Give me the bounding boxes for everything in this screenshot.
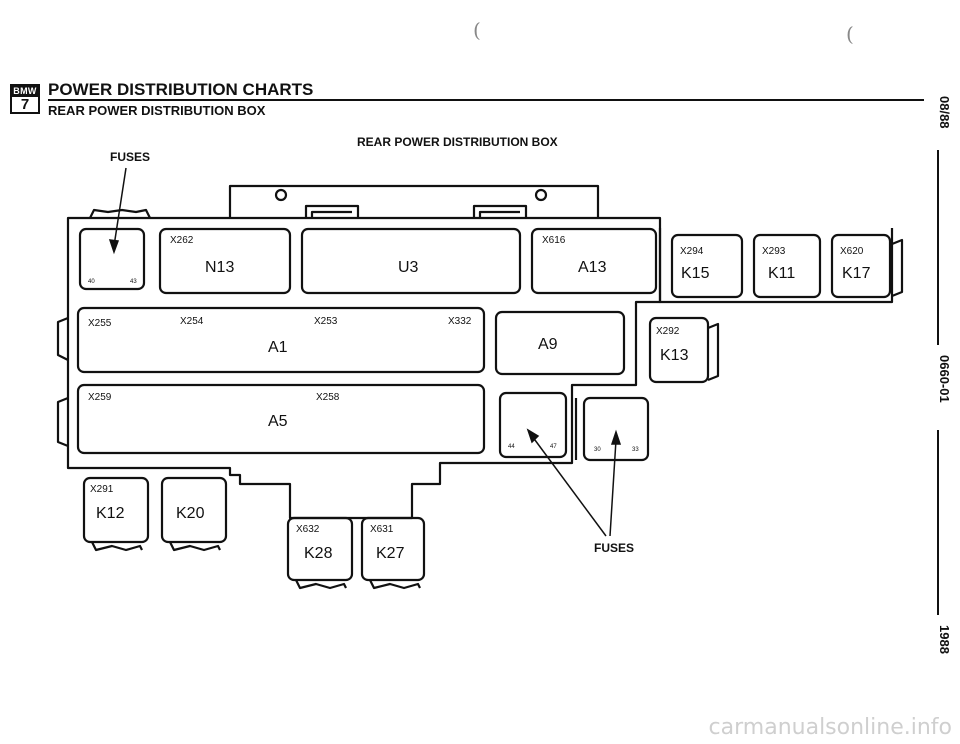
label-a1: A1 xyxy=(268,339,288,356)
leader-top-arrowhead xyxy=(108,239,120,255)
label-a5: A5 xyxy=(268,413,288,430)
connector-x293: X293 xyxy=(762,246,786,257)
connector-x620: X620 xyxy=(840,246,864,257)
connector-x292: X292 xyxy=(656,326,680,337)
connector-x616: X616 xyxy=(542,235,566,246)
bmw-logo: BMW 7 xyxy=(10,84,40,114)
label-n13: N13 xyxy=(205,259,234,276)
module-a9 xyxy=(494,310,626,376)
mount-hole-right xyxy=(534,188,548,202)
leader-bottom-fuses-b xyxy=(609,439,617,537)
relay-k13 xyxy=(648,316,710,384)
lug-right-k17 xyxy=(891,238,904,298)
leader-bottom-arrowhead-b xyxy=(610,429,622,445)
top-bracket xyxy=(228,184,600,218)
lug-left-2 xyxy=(56,396,69,448)
stray-mark-2: ( xyxy=(846,22,854,46)
label-k15: K15 xyxy=(681,265,710,282)
fuse-block-right xyxy=(582,396,650,462)
clip-k12 xyxy=(91,541,143,552)
bracket-tab-right xyxy=(472,204,528,218)
label-k27: K27 xyxy=(376,545,405,562)
bracket-tab-left xyxy=(304,204,360,218)
diagram-title: REAR POWER DISTRIBUTION BOX xyxy=(357,135,558,149)
fuse-block-left xyxy=(78,227,146,291)
label-a13: A13 xyxy=(578,259,607,276)
relay-k27 xyxy=(360,516,426,582)
relay-strip-right xyxy=(658,228,894,304)
watermark: carmanualsonline.info xyxy=(708,715,952,740)
label-u3: U3 xyxy=(398,259,419,276)
margin-rule-2 xyxy=(937,430,939,615)
fuse-number-47: 47 xyxy=(550,444,557,450)
fuse-number-40: 40 xyxy=(88,279,95,285)
fuse-number-43: 43 xyxy=(130,279,137,285)
connector-x294: X294 xyxy=(680,246,704,257)
housing-outline xyxy=(66,216,662,520)
leader-top-fuses xyxy=(113,167,127,247)
clip-k27 xyxy=(369,579,421,590)
label-k12: K12 xyxy=(96,505,125,522)
connector-x631: X631 xyxy=(370,524,394,535)
connector-x255: X255 xyxy=(88,318,112,329)
leader-bottom-arrowhead-a xyxy=(526,428,540,444)
label-k28: K28 xyxy=(304,545,333,562)
lug-right-k13 xyxy=(707,322,720,382)
relay-k11 xyxy=(752,233,822,299)
clip-k20 xyxy=(169,541,221,552)
logo-brand: BMW xyxy=(12,86,38,97)
relay-k17 xyxy=(830,233,892,299)
connector-x291: X291 xyxy=(90,484,114,495)
connector-x332: X332 xyxy=(448,316,472,327)
relay-k28 xyxy=(286,516,354,582)
connector-x632: X632 xyxy=(296,524,320,535)
logo-series: 7 xyxy=(20,96,30,113)
fuses-top-label: FUSES xyxy=(110,150,151,164)
label-k11: K11 xyxy=(768,265,795,282)
stray-mark-1: ( xyxy=(473,18,481,42)
label-k20: K20 xyxy=(176,505,205,522)
module-a5 xyxy=(76,383,486,455)
lug-left-1 xyxy=(56,316,69,361)
clip-k28 xyxy=(295,579,347,590)
fuse-number-33: 33 xyxy=(632,447,639,453)
page-title: POWER DISTRIBUTION CHARTS xyxy=(48,80,314,99)
fuse-number-30: 30 xyxy=(594,447,601,453)
module-a13 xyxy=(530,227,658,295)
page-subtitle: REAR POWER DISTRIBUTION BOX xyxy=(48,103,266,118)
label-k13: K13 xyxy=(660,347,689,364)
lug-top-left xyxy=(89,208,151,219)
margin-rule-1 xyxy=(937,150,939,345)
leader-bottom-fuses-a xyxy=(531,435,607,537)
relay-k15 xyxy=(670,233,744,299)
module-a1 xyxy=(76,306,486,374)
connector-x262: X262 xyxy=(170,235,194,246)
relay-k12 xyxy=(82,476,150,544)
fuse-block-mid xyxy=(498,391,568,459)
connector-x258: X258 xyxy=(316,392,340,403)
label-a9: A9 xyxy=(538,336,558,353)
module-n13 xyxy=(158,227,292,295)
connector-x253: X253 xyxy=(314,316,338,327)
fuses-bottom-label: FUSES xyxy=(594,541,635,555)
module-u3 xyxy=(300,227,522,295)
relay-k20 xyxy=(160,476,228,544)
header-rule xyxy=(48,99,924,101)
fuse-number-44: 44 xyxy=(508,444,515,450)
connector-x259: X259 xyxy=(88,392,112,403)
mount-hole-left xyxy=(274,188,288,202)
label-k17: K17 xyxy=(842,265,871,282)
connector-x254: X254 xyxy=(180,316,204,327)
